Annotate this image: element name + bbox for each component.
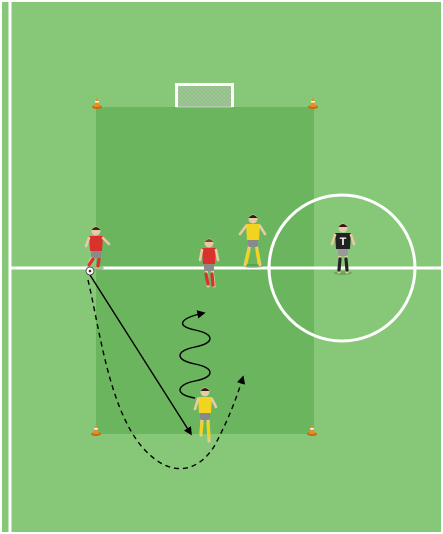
coach-shirt-letter: T bbox=[340, 236, 347, 248]
ball-icon bbox=[86, 267, 94, 275]
goal-icon bbox=[175, 83, 234, 107]
